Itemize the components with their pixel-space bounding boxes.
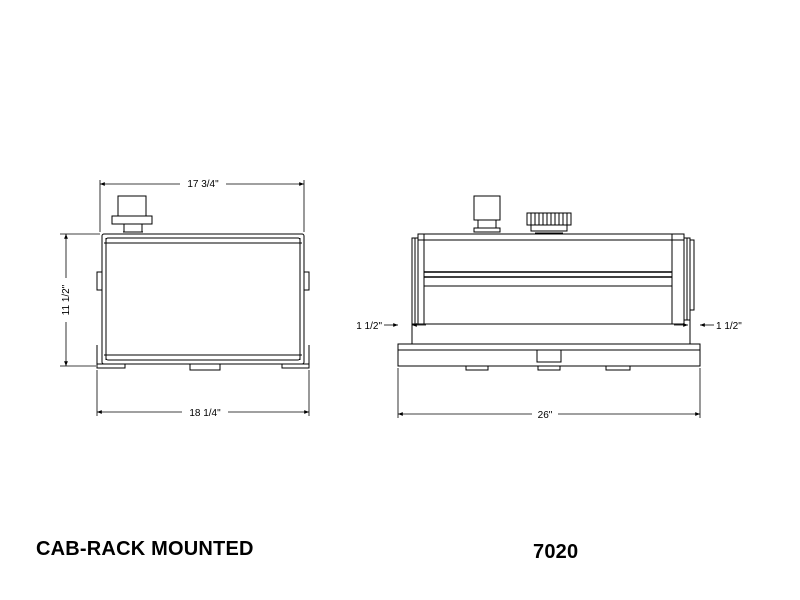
dim-overall-width-label: 26" (538, 410, 553, 421)
dim-left-offset-label: 1 1/2" (356, 321, 382, 332)
dim-bottom-width-label: 18 1/4" (189, 408, 221, 419)
front-view-tank (411, 233, 695, 325)
side-view-brackets (96, 271, 310, 291)
model-number: 7020 (533, 541, 579, 563)
side-view (96, 195, 310, 371)
front-view-fill-cap (473, 195, 501, 233)
side-view-cap (111, 195, 153, 233)
side-view-base (96, 345, 310, 371)
front-view (397, 195, 701, 371)
front-view-dimensions (384, 323, 714, 418)
drawing-title: CAB-RACK MOUNTED (36, 538, 254, 560)
side-view-tank (101, 233, 305, 365)
dim-height-label: 11 1/2" (61, 284, 72, 315)
dim-right-offset-label: 1 1/2" (716, 321, 742, 332)
side-view-dimension-labels: 17 3/4" 11 1/2" 18 1/4" (58, 177, 228, 419)
front-view-dimension-labels: 26" 1 1/2" 1 1/2" (356, 321, 742, 421)
front-view-vent-cap (526, 212, 572, 234)
front-view-base (397, 320, 701, 371)
dim-top-width-label: 17 3/4" (187, 179, 219, 190)
